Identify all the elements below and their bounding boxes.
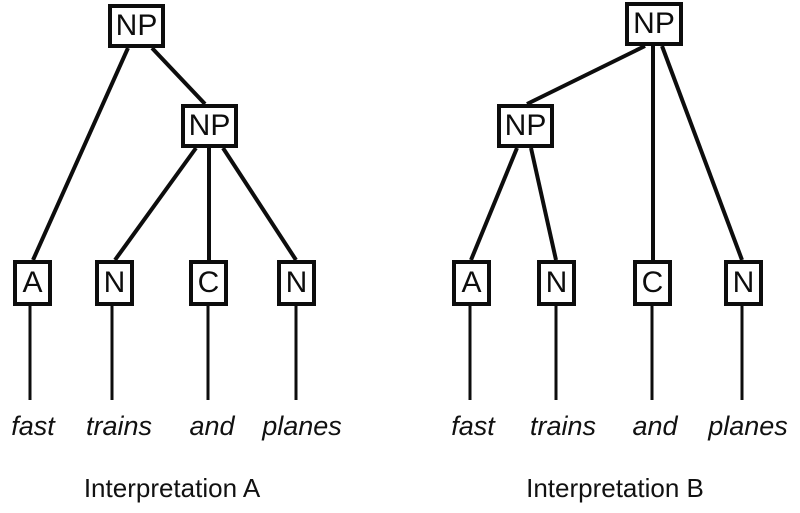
word-a-planes: planes — [261, 411, 342, 441]
node-a-pos-a[interactable]: A — [13, 260, 52, 306]
word-a-fast: fast — [11, 411, 56, 441]
word-a-and: and — [189, 411, 235, 441]
branch-np-sub-to-n1 — [529, 147, 558, 261]
node-box — [497, 104, 554, 148]
branch-np-root-to-np-sub — [150, 46, 207, 106]
node-b-np-sub[interactable]: NP — [497, 104, 554, 148]
node-a-pos-n2[interactable]: N — [277, 260, 316, 306]
node-b-np-root[interactable]: NP — [625, 2, 683, 46]
caption-interpretation-a: Interpretation A — [84, 473, 261, 503]
node-label: C — [642, 266, 664, 299]
node-box — [95, 260, 134, 306]
stem-group-a — [28, 306, 298, 400]
node-box — [724, 260, 763, 306]
branch-np-sub-to-a — [469, 147, 519, 261]
caption-interpretation-b: Interpretation B — [526, 473, 704, 503]
node-label: NP — [505, 109, 547, 142]
word-b-planes: planes — [707, 411, 788, 441]
node-box — [13, 260, 52, 306]
node-label: N — [286, 266, 308, 299]
word-b-and: and — [632, 411, 678, 441]
tree-interpretation-a: NP NP A N C N fast — [11, 4, 342, 503]
word-b-fast: fast — [451, 411, 496, 441]
node-a-np-root[interactable]: NP — [108, 4, 165, 48]
node-label: N — [733, 266, 755, 299]
branch-np-sub-to-n1 — [113, 146, 198, 262]
node-box — [189, 260, 228, 306]
branch-group-a — [31, 46, 298, 262]
node-a-pos-c[interactable]: C — [189, 260, 228, 306]
node-box — [625, 2, 683, 46]
node-label: NP — [189, 109, 231, 142]
branch-np-root-to-np-sub — [526, 44, 646, 106]
node-label: A — [461, 266, 481, 299]
word-a-trains: trains — [86, 411, 152, 441]
branch-np-sub-to-n2 — [221, 146, 298, 262]
node-label: N — [104, 266, 126, 299]
branch-np-root-to-a — [31, 47, 130, 261]
node-b-pos-n2[interactable]: N — [724, 260, 763, 306]
node-box — [633, 260, 672, 306]
node-box — [108, 4, 165, 48]
node-box — [537, 260, 576, 306]
node-b-pos-n1[interactable]: N — [537, 260, 576, 306]
node-b-pos-c[interactable]: C — [633, 260, 672, 306]
node-label: NP — [116, 9, 158, 42]
node-box — [452, 260, 491, 306]
word-b-trains: trains — [530, 411, 596, 441]
branch-group-b — [469, 44, 744, 261]
node-a-pos-n1[interactable]: N — [95, 260, 134, 306]
node-box — [181, 104, 238, 148]
node-label: C — [198, 266, 220, 299]
node-label: N — [546, 266, 568, 299]
node-box — [277, 260, 316, 306]
node-a-np-sub[interactable]: NP — [181, 104, 238, 148]
tree-interpretation-b: NP NP A N C N fast — [451, 2, 788, 503]
node-label: NP — [633, 7, 675, 40]
stem-group-b — [468, 306, 744, 400]
branch-np-root-to-n2 — [660, 45, 744, 261]
node-label: A — [22, 266, 42, 299]
node-b-pos-a[interactable]: A — [452, 260, 491, 306]
